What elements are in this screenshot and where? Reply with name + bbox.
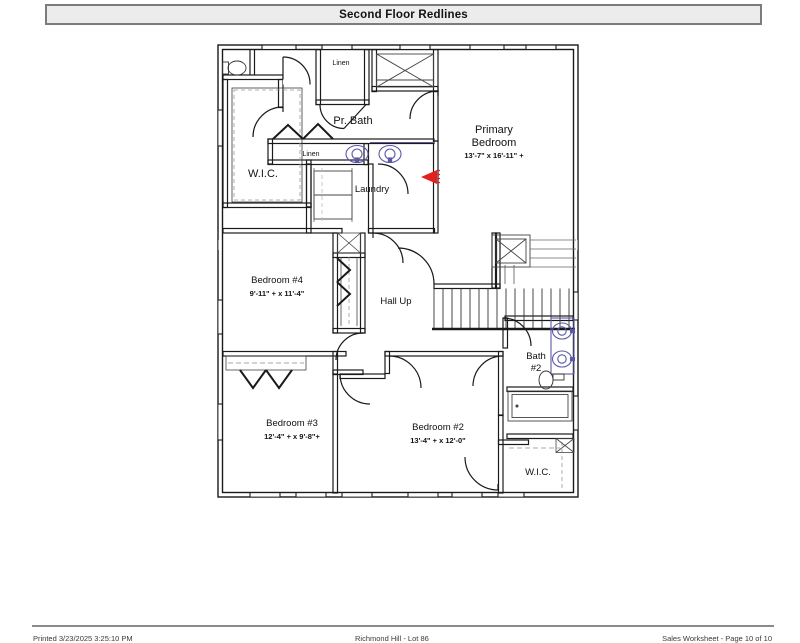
room-label-bath-2-line2: #2 <box>531 363 542 374</box>
room-label-pr-bath: Pr. Bath <box>333 115 372 127</box>
room-dim-bedroom-2: 13'-4" + x 12'-0" <box>410 436 466 445</box>
room-label-bedroom-3: Bedroom #3 <box>266 418 318 429</box>
room-label-bedroom-2: Bedroom #2 <box>412 422 464 433</box>
vanity-bath2 <box>550 317 576 375</box>
room-labels: Primary Bedroom 13'-7" x 16'-11" + Pr. B… <box>248 60 551 478</box>
room-label-primary-bedroom-line1: Primary <box>475 124 513 136</box>
footer-project-text: Richmond Hill - Lot 86 <box>355 634 429 643</box>
room-dim-primary-bedroom: 13'-7" x 16'-11" + <box>464 151 524 160</box>
footer-divider <box>32 625 774 627</box>
room-label-bath-2-line1: Bath <box>526 351 546 362</box>
plan-walls <box>217 44 579 498</box>
redline-marker <box>421 169 440 184</box>
room-label-linen-lower: Linen <box>302 151 319 158</box>
laundry-appliances <box>313 170 353 220</box>
tub-bath2 <box>507 390 573 422</box>
vanity-primary <box>345 141 434 164</box>
room-label-primary-bedroom-line2: Bedroom <box>472 137 517 149</box>
room-label-bedroom-4: Bedroom #4 <box>251 275 303 286</box>
room-dim-bedroom-3: 12'-4" + x 9'-8"+ <box>264 432 320 441</box>
room-label-wic-bedroom-2: W.I.C. <box>525 467 551 478</box>
bifold-doors <box>239 122 352 390</box>
page-title: Second Floor Redlines <box>339 8 468 21</box>
toilet-primary <box>222 60 247 76</box>
footer-printed-text: Printed 3/23/2025 3:25:10 PM <box>33 634 133 643</box>
room-label-hall-up: Hall Up <box>380 296 411 307</box>
stairs <box>433 288 570 328</box>
room-dim-bedroom-4: 9'-11" + x 11'-4" <box>250 289 305 298</box>
footer-page-text: Sales Worksheet - Page 10 of 10 <box>662 634 772 643</box>
plan-doors <box>252 56 532 491</box>
room-label-wic-primary: W.I.C. <box>248 168 278 180</box>
room-label-linen-upper: Linen <box>332 60 349 67</box>
sheet-title-bar: Second Floor Redlines <box>45 4 762 25</box>
room-label-laundry: Laundry <box>355 184 390 195</box>
toilet-bath2 <box>538 370 565 390</box>
